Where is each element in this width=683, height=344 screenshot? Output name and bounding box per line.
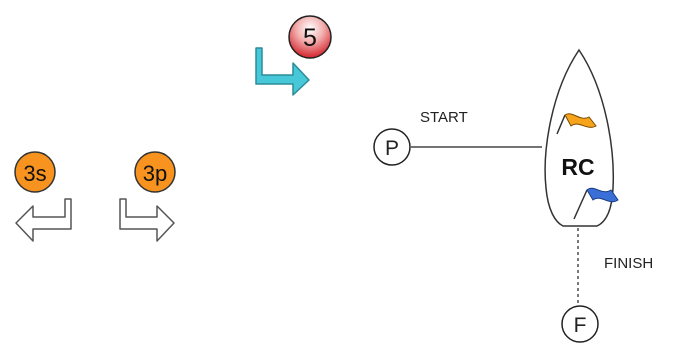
turn-left-arrow-icon bbox=[15, 198, 72, 242]
finish-buoy bbox=[561, 305, 599, 343]
mark-3s: 3s bbox=[14, 151, 56, 193]
blue-flag-icon bbox=[586, 187, 619, 203]
mark-3s-buoy bbox=[14, 151, 56, 193]
finish-mark-f: F bbox=[561, 305, 599, 343]
mark-3s-label: 3s bbox=[23, 161, 46, 186]
committee-boat-label: RC bbox=[561, 154, 594, 180]
boat-hull bbox=[544, 48, 615, 227]
finish-label: FINISH bbox=[604, 255, 653, 272]
mark-5-label: 5 bbox=[303, 24, 317, 52]
orange-flag-icon bbox=[564, 113, 597, 128]
mark-3p: 3p bbox=[134, 151, 176, 193]
turn-right-arrow-icon bbox=[119, 198, 175, 242]
pin-letter: P bbox=[385, 137, 399, 160]
finish-letter: F bbox=[574, 314, 587, 337]
blue-flag-pole bbox=[573, 189, 588, 220]
mark-5-buoy bbox=[288, 15, 332, 59]
pin-buoy bbox=[373, 128, 411, 166]
pin-mark-p: P bbox=[373, 128, 411, 166]
committee-boat: RC bbox=[544, 48, 619, 227]
mark-3p-label: 3p bbox=[143, 161, 167, 186]
turn-right-arrow-icon bbox=[255, 47, 310, 96]
mark-5: 5 bbox=[288, 15, 332, 59]
mark-3p-buoy bbox=[134, 151, 176, 193]
start-label: START bbox=[420, 109, 468, 126]
orange-flag-pole bbox=[556, 114, 566, 135]
